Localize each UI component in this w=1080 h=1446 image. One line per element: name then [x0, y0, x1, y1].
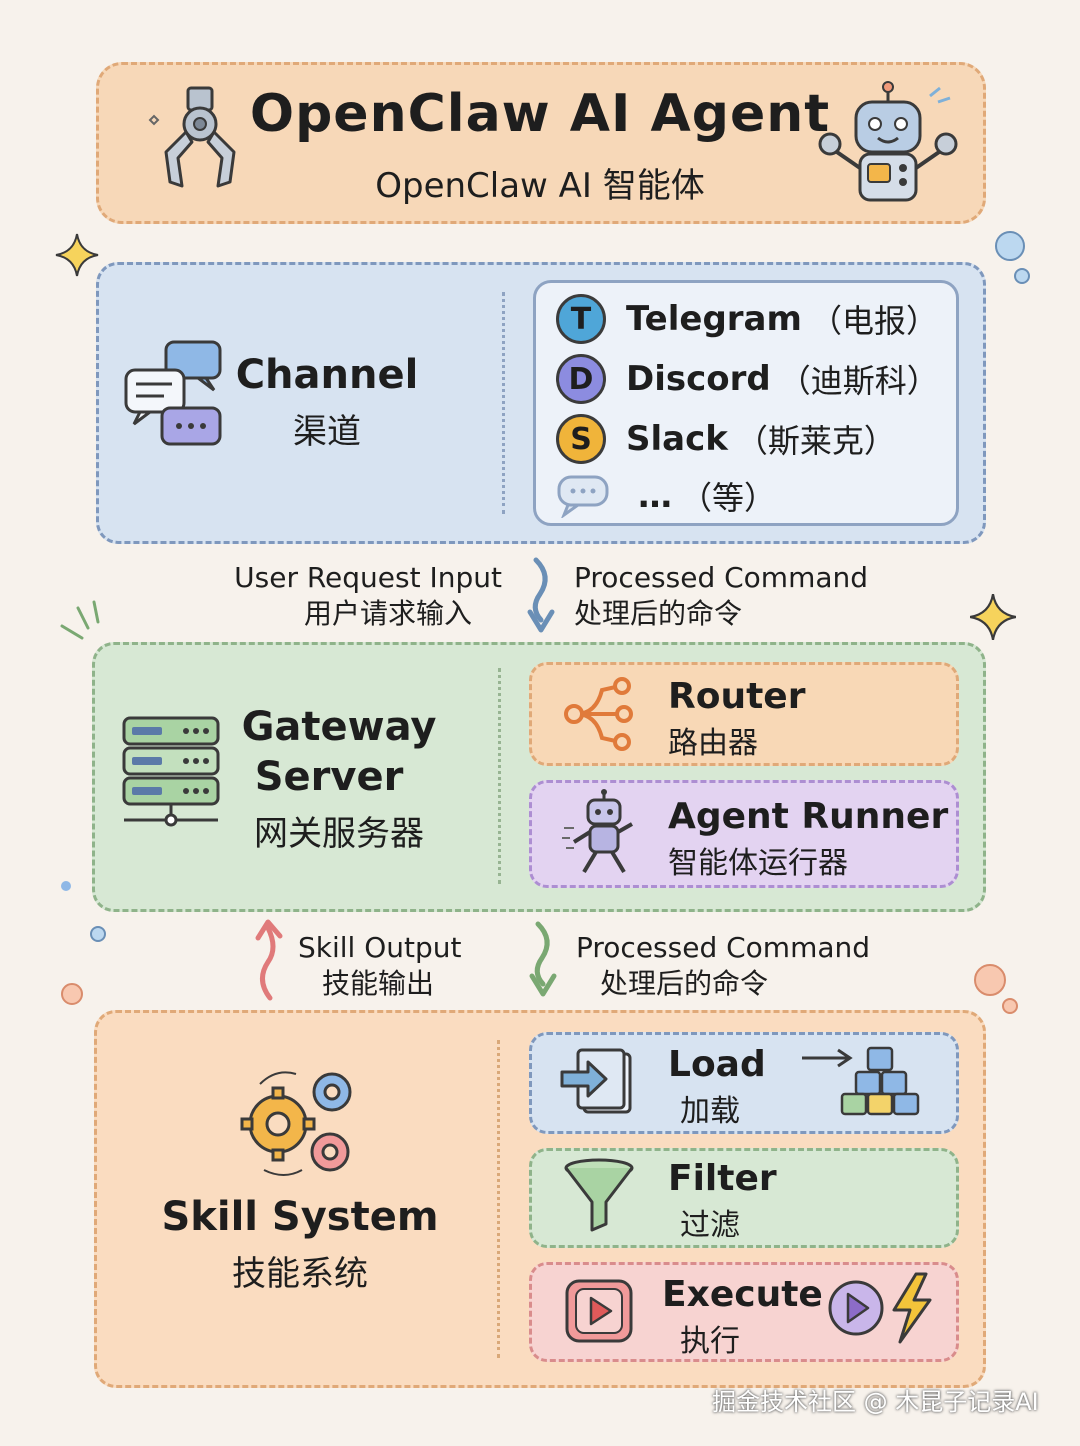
- arrow-label: 处理后的命令: [600, 967, 769, 1000]
- telegram-icon: T: [556, 294, 606, 344]
- claw-icon: [148, 86, 236, 188]
- channel-label: Channel: [235, 352, 419, 398]
- play-lightning-icon: [828, 1272, 932, 1344]
- filter-label: Filter: [668, 1158, 777, 1199]
- server-icon: [122, 716, 220, 827]
- sparkle-icon: [55, 233, 99, 277]
- channel-label-zh: 渠道: [293, 412, 361, 452]
- sparkle-icon: [969, 593, 1017, 641]
- filter-label-zh: 过滤: [680, 1208, 740, 1243]
- arrow-label: 技能输出: [322, 967, 435, 1000]
- bubbles-icon: [974, 964, 1018, 1014]
- import-icon: [560, 1048, 632, 1114]
- router-label-zh: 路由器: [668, 726, 758, 761]
- gateway-label-line1: Gateway: [241, 704, 437, 750]
- arrow-label: 处理后的命令: [574, 597, 743, 630]
- agent-runner-label-zh: 智能体运行器: [668, 846, 848, 881]
- funnel-icon: [564, 1158, 634, 1232]
- arrow-label: Processed Command: [576, 931, 871, 964]
- arrow-down-icon: [529, 921, 557, 997]
- divider: [498, 668, 501, 884]
- agent-runner-label: Agent Runner: [668, 796, 949, 837]
- arrow-label: User Request Input: [234, 561, 502, 594]
- motion-lines-icon: [60, 600, 100, 640]
- divider: [502, 292, 505, 514]
- execute-label-zh: 执行: [680, 1324, 740, 1359]
- robot-icon: [818, 81, 958, 202]
- arrow-up-icon: [255, 919, 283, 1001]
- watermark: 掘金技术社区 @ 木昆子记录AI: [712, 1388, 1039, 1416]
- play-icon: [565, 1279, 633, 1343]
- running-robot-icon: [562, 789, 633, 874]
- load-label: Load: [668, 1044, 766, 1085]
- skill-system-label: Skill System: [161, 1194, 439, 1240]
- router-label: Router: [668, 676, 806, 717]
- channel-name: Telegram: [626, 299, 802, 339]
- channel-note: （斯莱克）: [735, 422, 896, 460]
- channel-name: Discord: [626, 359, 771, 399]
- list-item: D Discord （迪斯科）: [556, 353, 939, 405]
- gateway-label-line2: Server: [254, 754, 404, 800]
- gateway-label-zh: 网关服务器: [254, 814, 424, 854]
- divider: [497, 1040, 500, 1358]
- page-subtitle: OpenClaw AI 智能体: [375, 166, 705, 206]
- list-item: S Slack （斯莱克）: [556, 413, 896, 465]
- channel-name: Slack: [626, 419, 728, 459]
- list-item: T Telegram （电报）: [556, 293, 938, 345]
- list-item: … （等）: [556, 470, 776, 522]
- arrow-label: Skill Output: [298, 931, 462, 964]
- discord-icon: D: [556, 354, 606, 404]
- channel-name: …: [638, 476, 672, 516]
- gears-icon: [240, 1071, 352, 1176]
- chat-bubbles-icon: [124, 340, 222, 446]
- page-title: OpenClaw AI Agent: [249, 84, 831, 144]
- skill-system-label-zh: 技能系统: [232, 1254, 368, 1294]
- router-icon: [564, 677, 633, 751]
- slack-icon: S: [556, 414, 606, 464]
- execute-label: Execute: [662, 1274, 823, 1315]
- arrow-down-icon: [527, 557, 555, 633]
- dots-icon: [61, 881, 106, 1005]
- channel-note: （等）: [680, 479, 777, 517]
- arrow-label: Processed Command: [574, 561, 869, 594]
- load-label-zh: 加载: [680, 1094, 740, 1129]
- channel-note: （迪斯科）: [778, 362, 939, 400]
- blocks-icon: [802, 1046, 920, 1116]
- chat-icon: [557, 475, 609, 518]
- channel-note: （电报）: [809, 302, 938, 340]
- arrow-label: 用户请求输入: [303, 597, 472, 630]
- bubbles-icon: [995, 231, 1030, 284]
